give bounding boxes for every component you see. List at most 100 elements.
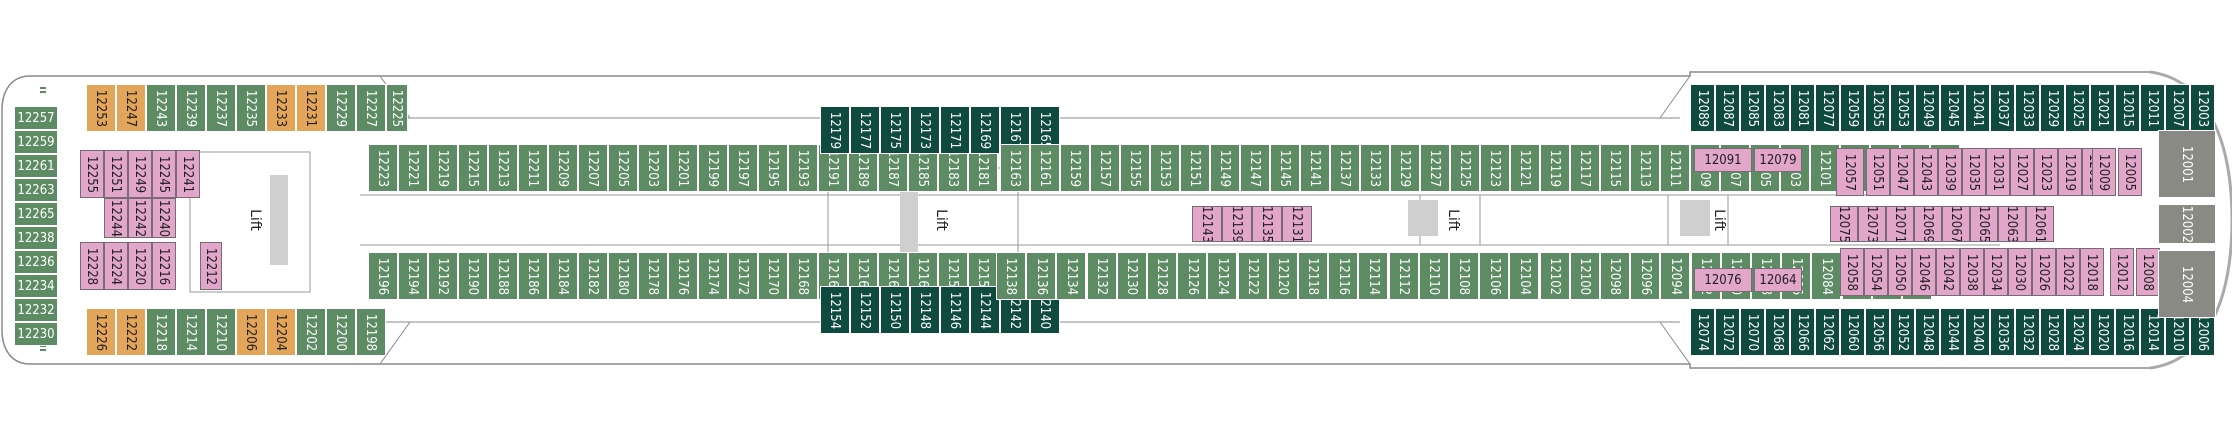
cabin-12115[interactable]: 12115 xyxy=(1600,144,1630,192)
cabin-12041[interactable]: 12041 xyxy=(1965,84,1990,132)
cabin-12152[interactable]: 12152 xyxy=(850,286,880,334)
cabin-12111[interactable]: 12111 xyxy=(1660,144,1690,192)
cabin-12050[interactable]: 12050 xyxy=(1888,248,1912,296)
cabin-12178[interactable]: 12178 xyxy=(638,252,668,300)
cabin-12200[interactable]: 12200 xyxy=(326,308,356,356)
cabin-12213[interactable]: 12213 xyxy=(488,144,518,192)
cabin-12193[interactable]: 12193 xyxy=(788,144,818,192)
cabin-12052[interactable]: 12052 xyxy=(1890,308,1915,356)
cabin-12075[interactable]: 12075 xyxy=(1830,206,1858,242)
cabin-12089[interactable]: 12089 xyxy=(1690,84,1715,132)
cabin-12065[interactable]: 12065 xyxy=(1970,206,1998,242)
cabin-12016[interactable]: 12016 xyxy=(2115,308,2140,356)
cabin-12196[interactable]: 12196 xyxy=(368,252,398,300)
cabin-12147[interactable]: 12147 xyxy=(1240,144,1270,192)
cabin-12055[interactable]: 12055 xyxy=(1865,84,1890,132)
cabin-12136[interactable]: 12136 xyxy=(1026,252,1057,300)
cabin-12042[interactable]: 12042 xyxy=(1936,248,1960,296)
cabin-12221[interactable]: 12221 xyxy=(398,144,428,192)
cabin-12073[interactable]: 12073 xyxy=(1858,206,1886,242)
cabin-12239[interactable]: 12239 xyxy=(176,84,206,132)
cabin-12001[interactable]: 12001 xyxy=(2158,130,2216,198)
cabin-12202[interactable]: 12202 xyxy=(296,308,326,356)
cabin-12141[interactable]: 12141 xyxy=(1300,144,1330,192)
cabin-12169[interactable]: 12169 xyxy=(970,106,1000,154)
cabin-12255[interactable]: 12255 xyxy=(80,150,104,198)
cabin-12125[interactable]: 12125 xyxy=(1450,144,1480,192)
cabin-12182[interactable]: 12182 xyxy=(578,252,608,300)
cabin-12117[interactable]: 12117 xyxy=(1570,144,1600,192)
cabin-12066[interactable]: 12066 xyxy=(1790,308,1815,356)
cabin-12061[interactable]: 12061 xyxy=(2026,206,2054,242)
cabin-12207[interactable]: 12207 xyxy=(578,144,608,192)
cabin-12222[interactable]: 12222 xyxy=(116,308,146,356)
cabin-12030[interactable]: 12030 xyxy=(2008,248,2032,296)
cabin-12059[interactable]: 12059 xyxy=(1840,84,1865,132)
cabin-12049[interactable]: 12049 xyxy=(1915,84,1940,132)
cabin-12203[interactable]: 12203 xyxy=(638,144,668,192)
cabin-12119[interactable]: 12119 xyxy=(1540,144,1570,192)
cabin-12124[interactable]: 12124 xyxy=(1207,252,1238,300)
cabin-12118[interactable]: 12118 xyxy=(1298,252,1328,300)
cabin-12029[interactable]: 12029 xyxy=(2040,84,2065,132)
cabin-12227[interactable]: 12227 xyxy=(356,84,386,132)
cabin-12044[interactable]: 12044 xyxy=(1940,308,1965,356)
cabin-12031[interactable]: 12031 xyxy=(1986,148,2010,196)
cabin-12154[interactable]: 12154 xyxy=(820,286,850,334)
cabin-12179[interactable]: 12179 xyxy=(820,106,850,154)
cabin-12205[interactable]: 12205 xyxy=(608,144,638,192)
cabin-12003[interactable]: 12003 xyxy=(2190,84,2215,132)
cabin-12020[interactable]: 12020 xyxy=(2090,308,2115,356)
cabin-12127[interactable]: 12127 xyxy=(1420,144,1450,192)
cabin-12265[interactable]: 12265 xyxy=(14,202,58,226)
cabin-12063[interactable]: 12063 xyxy=(1998,206,2026,242)
cabin-12104[interactable]: 12104 xyxy=(1509,252,1540,300)
cabin-12048[interactable]: 12048 xyxy=(1915,308,1940,356)
cabin-12135[interactable]: 12135 xyxy=(1252,206,1282,242)
cabin-12223[interactable]: 12223 xyxy=(368,144,398,192)
cabin-12186[interactable]: 12186 xyxy=(518,252,548,300)
cabin-12128[interactable]: 12128 xyxy=(1147,252,1177,300)
cabin-12081[interactable]: 12081 xyxy=(1790,84,1815,132)
cabin-12032[interactable]: 12032 xyxy=(2015,308,2040,356)
cabin-12219[interactable]: 12219 xyxy=(428,144,458,192)
cabin-12163[interactable]: 12163 xyxy=(1000,144,1030,192)
cabin-12190[interactable]: 12190 xyxy=(458,252,488,300)
cabin-12122[interactable]: 12122 xyxy=(1237,252,1268,300)
cabin-12007[interactable]: 12007 xyxy=(2165,84,2190,132)
cabin-12045[interactable]: 12045 xyxy=(1940,84,1965,132)
cabin-12199[interactable]: 12199 xyxy=(698,144,728,192)
cabin-12026[interactable]: 12026 xyxy=(2032,248,2056,296)
cabin-12083[interactable]: 12083 xyxy=(1765,84,1790,132)
cabin-12153[interactable]: 12153 xyxy=(1150,144,1180,192)
cabin-12168[interactable]: 12168 xyxy=(788,252,818,300)
cabin-12209[interactable]: 12209 xyxy=(548,144,578,192)
cabin-12033[interactable]: 12033 xyxy=(2015,84,2040,132)
cabin-12225[interactable]: 12225 xyxy=(386,84,408,132)
cabin-12175[interactable]: 12175 xyxy=(880,106,910,154)
cabin-12057[interactable]: 12057 xyxy=(1836,148,1864,196)
cabin-12040[interactable]: 12040 xyxy=(1965,308,1990,356)
cabin-12100[interactable]: 12100 xyxy=(1569,252,1600,300)
cabin-12062[interactable]: 12062 xyxy=(1815,308,1840,356)
cabin-12247[interactable]: 12247 xyxy=(116,84,146,132)
cabin-12261[interactable]: 12261 xyxy=(14,154,58,178)
cabin-12024[interactable]: 12024 xyxy=(2065,308,2090,356)
cabin-12035[interactable]: 12035 xyxy=(1962,148,1986,196)
cabin-12112[interactable]: 12112 xyxy=(1388,252,1419,300)
cabin-12224[interactable]: 12224 xyxy=(104,242,128,290)
cabin-12133[interactable]: 12133 xyxy=(1360,144,1390,192)
cabin-12230[interactable]: 12230 xyxy=(14,322,58,346)
cabin-12126[interactable]: 12126 xyxy=(1177,252,1208,300)
cabin-12108[interactable]: 12108 xyxy=(1449,252,1479,300)
cabin-12008[interactable]: 12008 xyxy=(2136,248,2160,296)
cabin-12253[interactable]: 12253 xyxy=(86,84,116,132)
cabin-12102[interactable]: 12102 xyxy=(1539,252,1570,300)
cabin-12233[interactable]: 12233 xyxy=(266,84,296,132)
cabin-12159[interactable]: 12159 xyxy=(1060,144,1090,192)
cabin-12174[interactable]: 12174 xyxy=(698,252,728,300)
cabin-12151[interactable]: 12151 xyxy=(1180,144,1210,192)
cabin-12241[interactable]: 12241 xyxy=(176,150,200,198)
cabin-12232[interactable]: 12232 xyxy=(14,298,58,322)
cabin-12053[interactable]: 12053 xyxy=(1890,84,1915,132)
